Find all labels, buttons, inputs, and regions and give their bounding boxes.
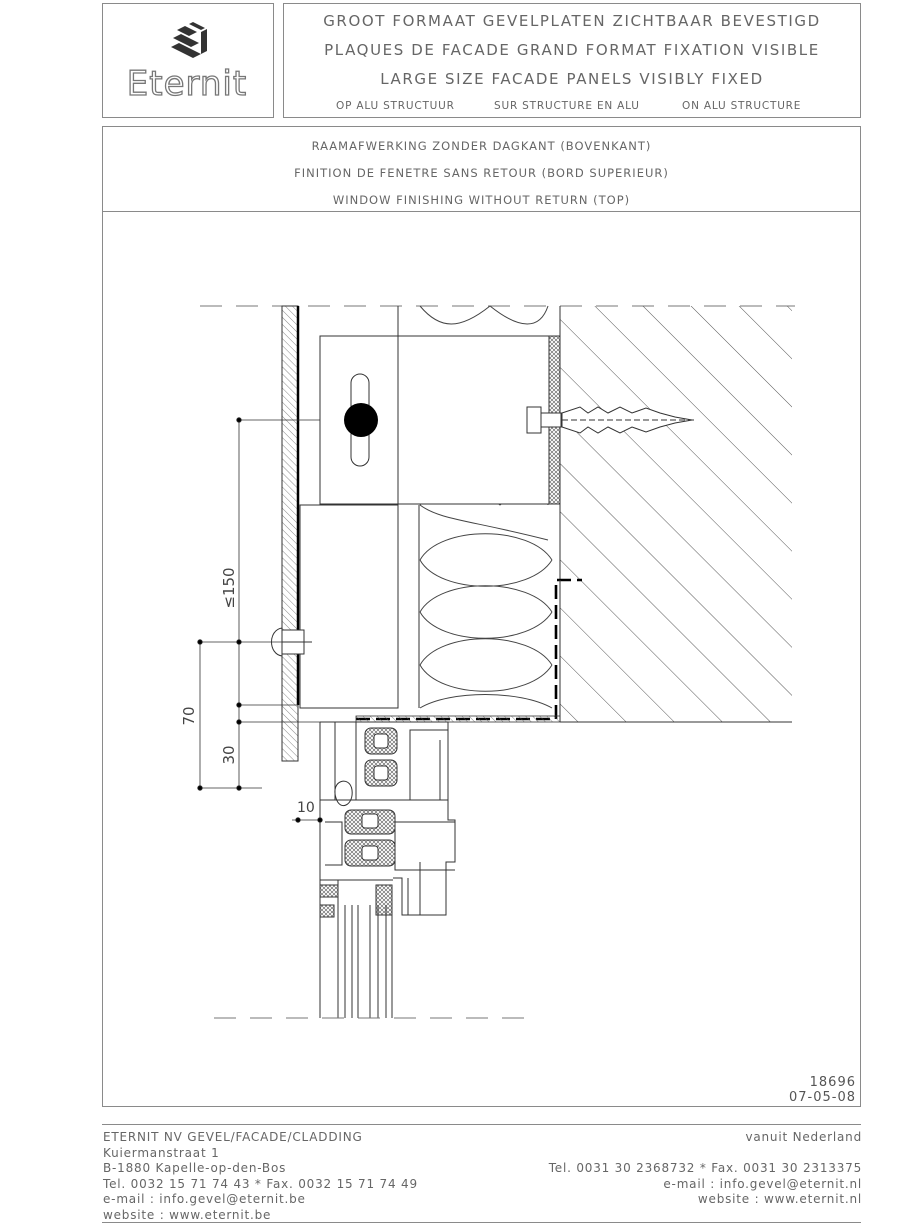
dimension-lines (197, 417, 323, 823)
dim-30: 30 (220, 745, 238, 764)
footer-nl-email-link[interactable]: e-mail : info.gevel@eternit.nl (663, 1176, 862, 1191)
title-nl: GROOT FORMAAT GEVELPLATEN ZICHTBAAR BEVE… (323, 12, 821, 30)
footer-right: vanuit Nederland Tel. 0031 30 2368732 * … (549, 1130, 862, 1208)
eternit-logo-icon: Eternit (126, 22, 247, 105)
wall-anchor-icon (526, 406, 695, 434)
footer-company: ETERNIT NV GEVEL/FACADE/CLADDING (103, 1130, 363, 1144)
subtitle-divider (103, 211, 860, 212)
structure-nl: OP ALU STRUCTUUR (336, 100, 455, 112)
title-en: LARGE SIZE FACADE PANELS VISIBLY FIXED (380, 70, 764, 88)
gaskets (319, 727, 398, 918)
footer-website-link[interactable]: website : www.eternit.be (103, 1207, 272, 1222)
fixing-bolt-icon (344, 403, 378, 437)
masonry-wall (560, 306, 792, 722)
footer-left: ETERNIT NV GEVEL/FACADE/CLADDING Kuierma… (103, 1130, 418, 1223)
footer-phone: Tel. 0032 15 71 74 43 * Fax. 0032 15 71 … (103, 1176, 418, 1191)
footer-email-link[interactable]: e-mail : info.gevel@eternit.be (103, 1192, 306, 1206)
facade-panel (281, 305, 299, 762)
title-fr: PLAQUES DE FACADE GRAND FORMAT FIXATION … (324, 41, 820, 59)
dim-150: ≤150 (220, 567, 238, 608)
subtitle-fr: FINITION DE FENETRE SANS RETOUR (BORD SU… (294, 166, 669, 180)
footer-street: Kuiermanstraat 1 (103, 1145, 220, 1160)
dim-10: 10 (297, 800, 315, 816)
footer-nl-website-link[interactable]: website : www.eternit.nl (697, 1192, 862, 1206)
footer-bottom-line (102, 1222, 861, 1223)
subtitle-en: WINDOW FINISHING WITHOUT RETURN (TOP) (332, 193, 631, 207)
dim-70: 70 (180, 706, 198, 725)
drawing-frame: RAAMAFWERKING ZONDER DAGKANT (BOVENKANT)… (102, 126, 861, 1107)
sill-flashing (355, 715, 561, 723)
subtitle-nl: RAAMAFWERKING ZONDER DAGKANT (BOVENKANT) (311, 139, 652, 153)
footer-city: B-1880 Kapelle-op-den-Bos (103, 1161, 287, 1175)
footer-nl-phone: Tel. 0031 30 2368732 * Fax. 0031 30 2313… (548, 1161, 862, 1175)
drawing-reference: 18696 (810, 1075, 856, 1090)
title-box: GROOT FORMAAT GEVELPLATEN ZICHTBAAR BEVE… (283, 3, 861, 118)
structure-en: ON ALU STRUCTURE (682, 100, 802, 112)
structure-fr: SUR STRUCTURE EN ALU (494, 100, 640, 112)
window-frame (319, 721, 456, 1018)
footer-divider (102, 1124, 861, 1125)
membrane (356, 578, 582, 721)
drawing-date: 07-05-08 (789, 1090, 856, 1105)
logo-box: Eternit (102, 3, 274, 118)
footer-nl-label: vanuit Nederland (745, 1130, 862, 1144)
logo-wordmark: Eternit (127, 64, 247, 104)
